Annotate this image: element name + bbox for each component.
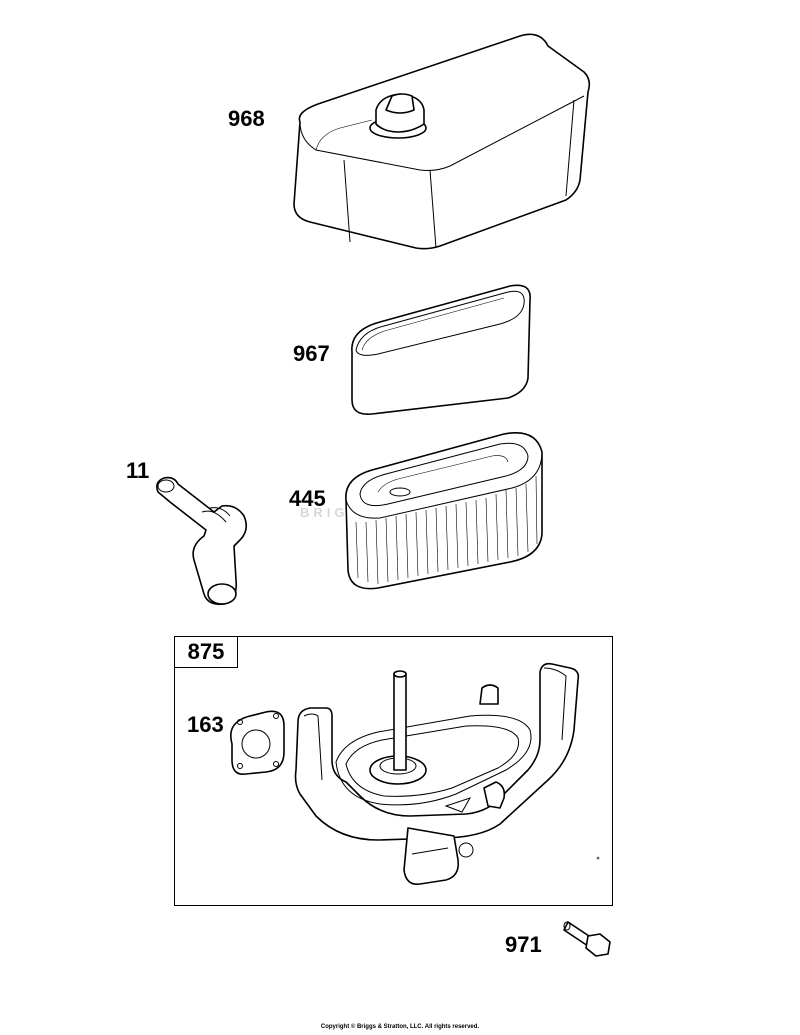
part-number-kit: 875 [174, 636, 238, 668]
air-filter-cartridge[interactable] [345, 432, 543, 590]
part-number-screw: 971 [505, 932, 542, 957]
copyright-notice: Copyright © Briggs & Stratton, LLC. All … [320, 1024, 480, 1030]
kit-frame [174, 636, 613, 906]
part-number-breather-tube: 11 [126, 458, 150, 483]
part-number-cover: 968 [228, 106, 265, 131]
gasket[interactable] [230, 710, 285, 776]
air-cleaner-base[interactable] [294, 662, 580, 886]
part-number-pre-cleaner: 967 [293, 341, 330, 366]
part-number-gasket: 163 [187, 712, 224, 737]
part-number-cartridge: 445 [289, 486, 326, 511]
pre-cleaner[interactable] [351, 284, 531, 416]
air-cleaner-cover[interactable] [293, 33, 591, 250]
breather-tube[interactable] [156, 476, 248, 606]
screw[interactable] [563, 921, 611, 957]
